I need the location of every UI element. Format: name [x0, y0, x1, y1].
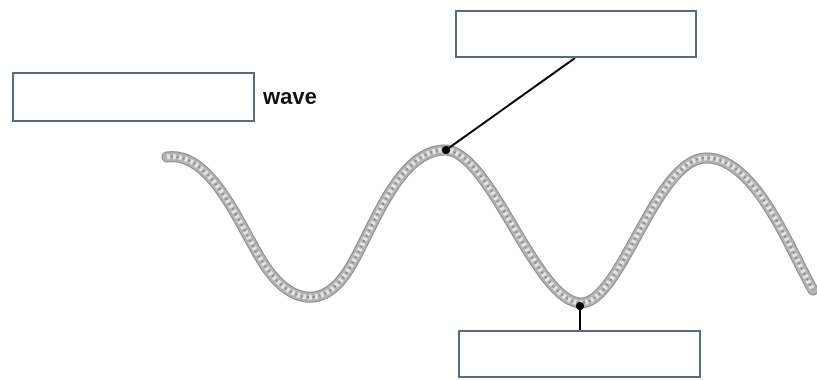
- trough-point: [576, 302, 584, 310]
- rope: [167, 150, 813, 303]
- crest-pointer-line: [445, 57, 576, 151]
- wave-label: wave: [263, 84, 317, 109]
- crest-point: [442, 146, 450, 154]
- crest-answer-box[interactable]: [455, 10, 697, 58]
- trough-answer-box[interactable]: [458, 330, 701, 378]
- wave-type-answer-box[interactable]: [12, 72, 255, 122]
